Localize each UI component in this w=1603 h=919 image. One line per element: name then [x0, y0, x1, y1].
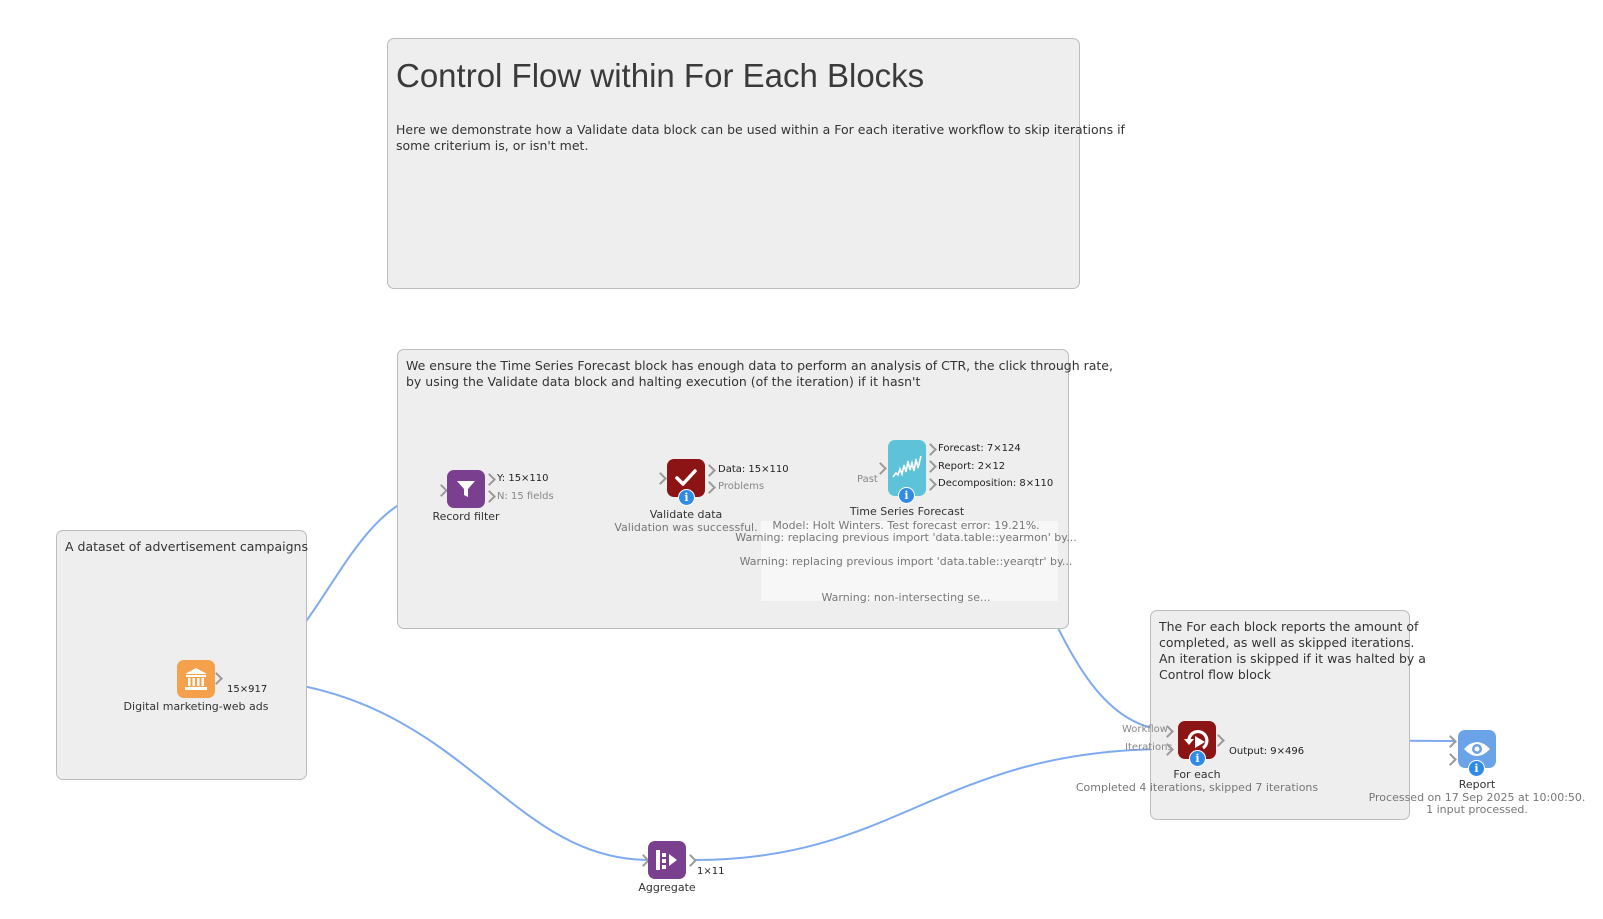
title-note-line-2: some criterium is, or isn't met.	[396, 138, 589, 153]
eye-icon	[1464, 742, 1490, 756]
foreach-note[interactable]: The For each block reports the amount of…	[1150, 610, 1426, 820]
report-info-icon[interactable]: i	[1468, 760, 1485, 777]
for-each-label: For each	[1173, 768, 1221, 781]
forecast-message-warning-3: Warning: non-intersecting se...	[821, 591, 991, 604]
forecast-output-report-label: Report: 2×12	[938, 461, 1006, 472]
foreach-note-line-1: The For each block reports the amount of	[1159, 619, 1419, 634]
forecast-message-model: Model: Holt Winters. Test forecast error…	[772, 519, 1040, 532]
forecast-messages-panel	[761, 521, 1058, 601]
dataset-output-label: 15×917	[227, 684, 268, 695]
validate-status: Validation was successful.	[614, 521, 758, 534]
forecast-past-label: Past	[857, 474, 878, 485]
foreach-note-line-2: completed, as well as skipped iterations…	[1159, 635, 1415, 650]
aggregate-label: Aggregate	[638, 881, 696, 894]
chart-icon	[892, 455, 922, 478]
ensure-note-line-1: We ensure the Time Series Forecast block…	[406, 358, 1113, 373]
aggregate-output-label: 1×11	[697, 866, 725, 877]
validate-info-icon[interactable]: i	[678, 489, 695, 506]
foreach-iterations-label: Iterations	[1125, 742, 1173, 753]
for-each-status: Completed 4 iterations, skipped 7 iterat…	[1075, 781, 1319, 794]
time-series-forecast-block[interactable]	[888, 440, 926, 496]
foreach-workflow-label: Workflow	[1122, 724, 1168, 735]
aggregate-block[interactable]	[648, 841, 686, 879]
validate-data-label: Validate data	[649, 508, 723, 521]
record-filter-y-label: Y: 15×110	[497, 473, 549, 484]
record-filter-block[interactable]	[447, 470, 485, 508]
forecast-output-decomposition-label: Decomposition: 8×110	[938, 478, 1054, 489]
validate-data-output-label: Data: 15×110	[718, 464, 789, 475]
foreach-output-label: Output: 9×496	[1229, 746, 1305, 757]
dataset-note[interactable]: A dataset of advertisement campaigns	[56, 530, 308, 780]
forecast-message-warning-2: Warning: replacing previous import 'data…	[739, 555, 1073, 568]
record-filter-n-label: N: 15 fields	[497, 491, 554, 502]
wire-aggregate-to-foreach	[694, 747, 1174, 861]
aggregate-icon	[656, 850, 677, 870]
ensure-note-line-2: by using the Validate data block and hal…	[406, 374, 921, 389]
page-title: Control Flow within For Each Blocks	[396, 57, 925, 94]
foreach-info-icon[interactable]: i	[1189, 750, 1206, 767]
bank-icon	[185, 668, 207, 690]
loop-icon	[1184, 730, 1209, 750]
dataset-block-label: Digital marketing-web ads	[123, 700, 269, 713]
foreach-note-line-4: Control flow block	[1159, 667, 1272, 682]
dataset-block[interactable]	[177, 660, 215, 698]
forecast-message-warning-1: Warning: replacing previous import 'data…	[735, 531, 1077, 544]
report-label: Report	[1458, 778, 1496, 791]
dataset-note-text: A dataset of advertisement campaigns	[65, 539, 308, 554]
forecast-output-forecast-label: Forecast: 7×124	[938, 443, 1021, 454]
checkmark-icon	[675, 469, 697, 486]
validate-problems-label: Problems	[718, 481, 765, 492]
report-status-inputs: 1 input processed.	[1426, 803, 1528, 816]
forecast-label: Time Series Forecast	[849, 505, 965, 518]
title-note-line-1: Here we demonstrate how a Validate data …	[396, 122, 1125, 137]
wire-dataset-to-aggregate	[221, 677, 650, 861]
record-filter-label: Record filter	[432, 510, 500, 523]
funnel-icon	[457, 481, 475, 497]
title-note[interactable]: Control Flow within For Each Blocks Here…	[387, 38, 1125, 289]
forecast-info-icon[interactable]: i	[898, 487, 915, 504]
report-status-processed: Processed on 17 Sep 2025 at 10:00:50.	[1368, 791, 1586, 804]
foreach-note-line-3: An iteration is skipped if it was halted…	[1159, 651, 1426, 666]
